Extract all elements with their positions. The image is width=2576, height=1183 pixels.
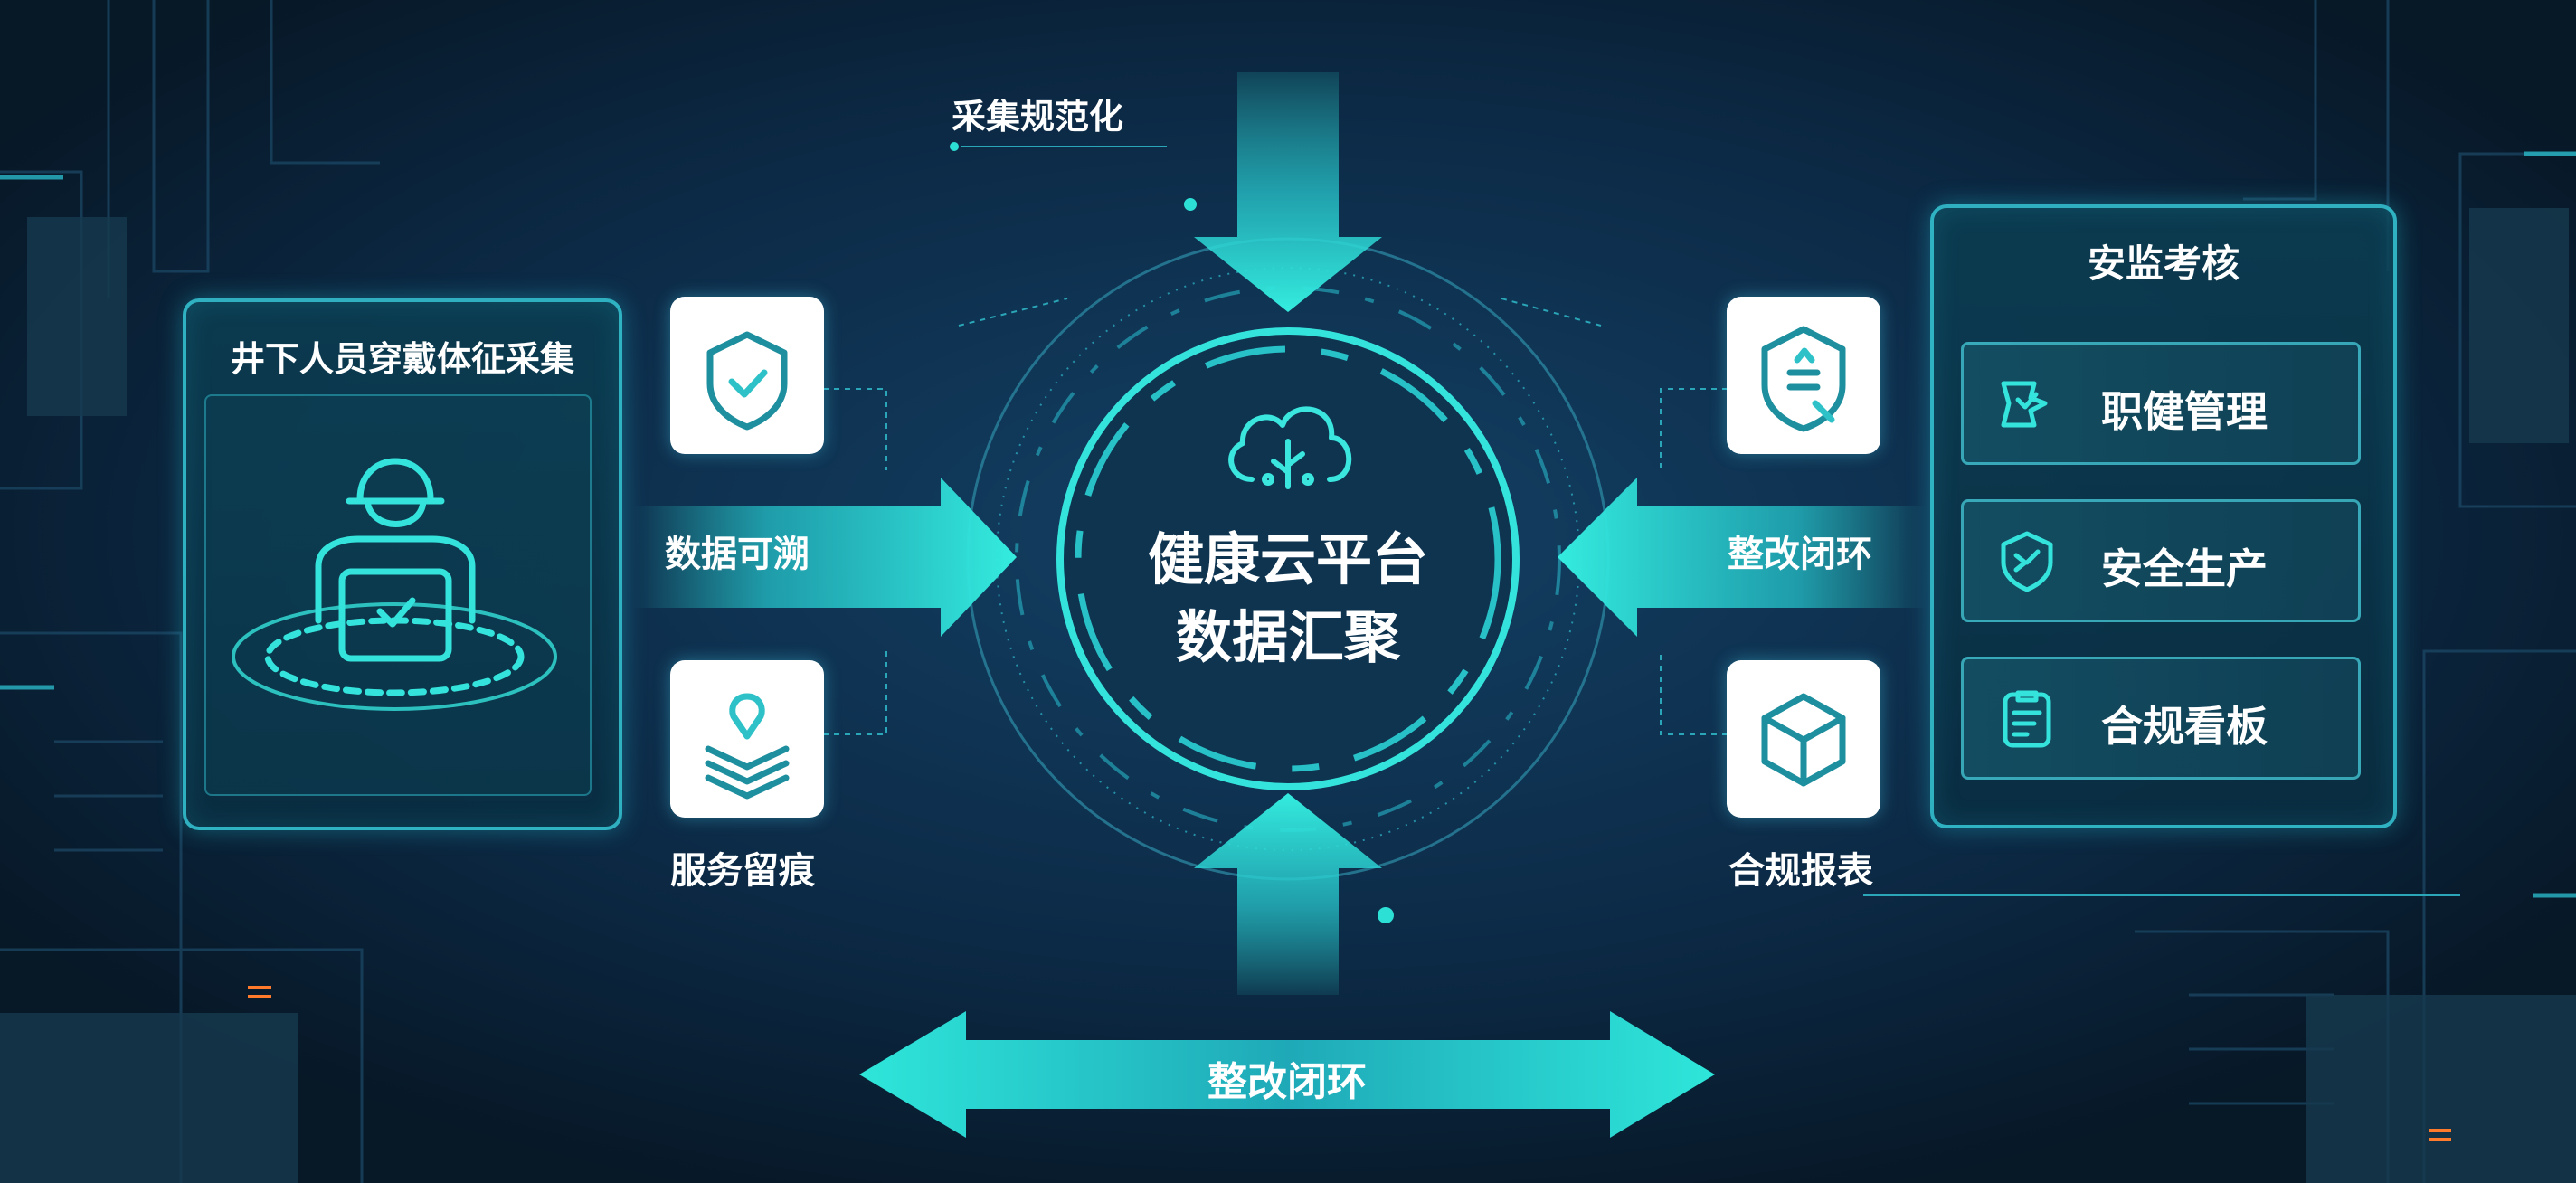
cloud-data-icon <box>1228 406 1352 489</box>
menu-item-compliance-board[interactable]: 合规看板 <box>1961 657 2361 780</box>
bottom-arrow-label: 整改闭环 <box>1208 1059 1367 1105</box>
safety-shield-icon <box>2001 531 2053 592</box>
worker-laptop-icon <box>232 458 557 711</box>
label-rectification-loop: 整改闭环 <box>1728 534 1872 575</box>
menu-item-label: 安全生产 <box>2101 544 2268 593</box>
layers-pin-icon <box>705 693 790 800</box>
label-data-traceability: 数据可溯 <box>665 534 810 575</box>
menu-item-label: 合规看板 <box>2101 702 2268 751</box>
occupational-health-icon <box>2001 381 2048 428</box>
card-rectification-loop <box>1727 297 1880 454</box>
label-service-trace: 服务留痕 <box>670 850 815 892</box>
left-panel <box>183 298 622 830</box>
shield-check-icon <box>706 331 788 431</box>
menu-item-label: 职健管理 <box>2101 387 2268 436</box>
menu-item-safe-production[interactable]: 安全生产 <box>1961 499 2361 622</box>
cube-icon <box>1761 693 1846 787</box>
center-title: 健康云平台 <box>1147 526 1428 592</box>
top-label: 采集规范化 <box>952 97 1124 137</box>
left-panel-title: 井下人员穿戴体征采集 <box>230 339 574 379</box>
card-compliance-report <box>1727 660 1880 818</box>
shield-document-icon <box>1761 326 1846 432</box>
right-panel-title: 安监考核 <box>2087 241 2240 286</box>
clipboard-icon <box>2003 690 2051 748</box>
card-data-traceability <box>670 297 824 454</box>
label-compliance-report: 合规报表 <box>1728 850 1873 892</box>
card-service-trace <box>670 660 824 818</box>
center-subtitle: 数据汇聚 <box>1175 604 1400 670</box>
menu-item-occupational-health[interactable]: 职健管理 <box>1961 342 2361 465</box>
